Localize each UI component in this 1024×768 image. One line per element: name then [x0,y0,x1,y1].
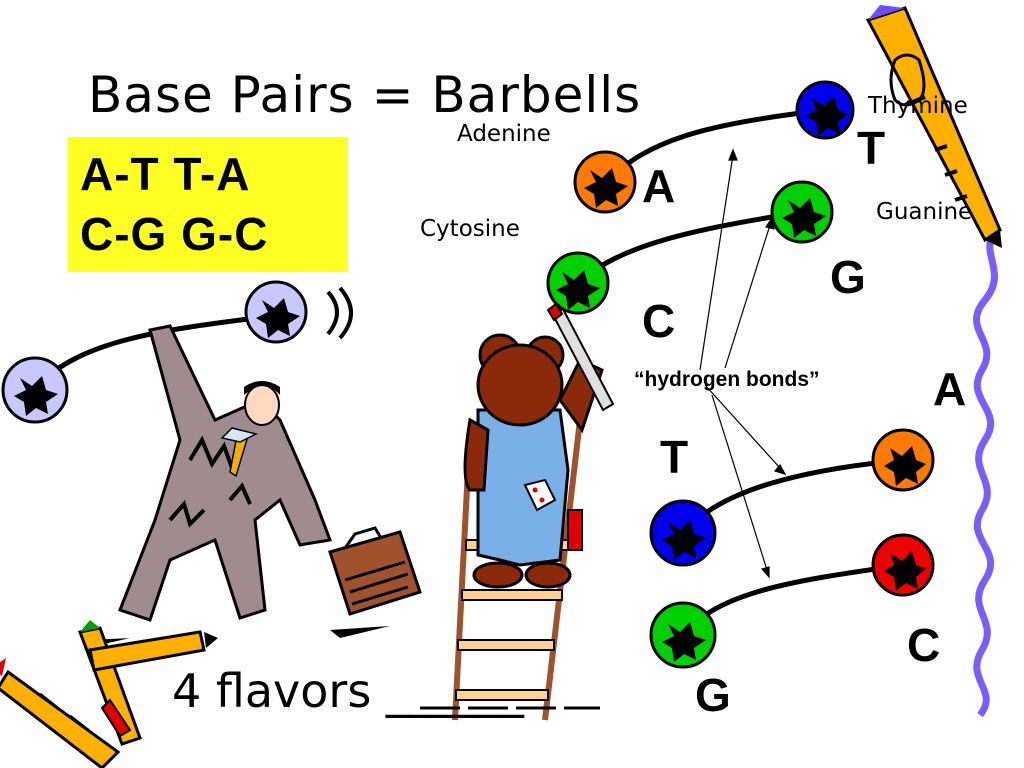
letter-t-top: T [857,122,886,174]
letter-g-top: G [830,251,866,303]
pairs-line-1: A-T T-A [80,148,251,200]
base-pairs-box: A-T T-A C-G G-C [68,137,348,272]
crayon-top-right-clipart [865,5,1002,248]
barbell-cytosine-guanine [546,180,834,315]
pairs-line-2: C-G G-C [80,208,269,260]
label-cytosine: Cytosine [420,216,520,242]
bear-painter-clipart [420,302,615,721]
crayons-clipart [0,620,218,768]
barbell-adenine-thymine [573,80,855,214]
letter-a-mid: A [933,363,967,415]
letter-g-bottom: G [695,669,731,721]
letter-t-mid: T [660,431,689,483]
squiggle-border [973,227,1001,718]
letter-a-top: A [642,160,676,212]
hydrogen-bonds-label: “hydrogen bonds” [634,368,820,391]
flavors-text: 4 flavors ______ [172,664,524,718]
label-guanine: Guanine [876,199,973,225]
letter-c-bottom: C [907,619,941,671]
letter-c-top: C [642,295,676,347]
label-thymine: Thymine [868,93,968,119]
weightlifter-clipart [1,280,422,646]
label-adenine: Adenine [457,121,551,147]
barbell-thymine-adenine [649,428,935,567]
hydrogen-bond-arrows [699,148,787,579]
slide-title: Base Pairs = Barbells [88,66,642,124]
barbell-guanine-cytosine [649,533,935,669]
